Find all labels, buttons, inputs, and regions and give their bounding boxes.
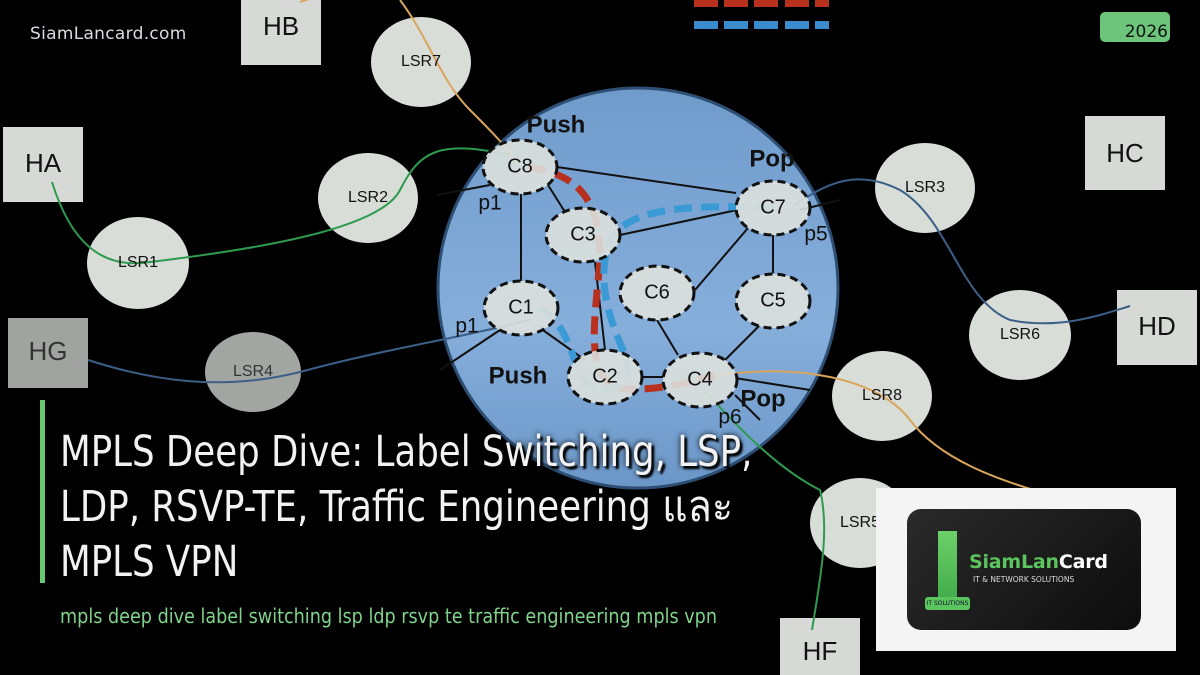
- lsr-label: LSR6: [1000, 326, 1040, 343]
- host-label: HD: [1138, 311, 1176, 341]
- lsp-blue-path: [538, 203, 774, 393]
- host-label: HA: [25, 148, 62, 178]
- site-watermark: SiamLancard.com: [30, 24, 187, 44]
- lsr2: [318, 153, 418, 243]
- c1: [482, 279, 560, 337]
- lsr-label: LSR5: [840, 514, 880, 531]
- lsp-red-path: [527, 163, 716, 393]
- port-label: p6: [718, 406, 741, 429]
- core-routers: [481, 138, 812, 409]
- page-subtitle: mpls deep dive label switching lsp ldp r…: [60, 604, 718, 628]
- year-badge: 2026: [1100, 12, 1170, 42]
- c5: [734, 272, 812, 330]
- core-label: C1: [508, 296, 534, 318]
- host-boxes: [3, 0, 1197, 675]
- lsr-label: LSR1: [118, 254, 158, 271]
- core-label: C7: [760, 196, 786, 218]
- host-hg: [8, 318, 88, 388]
- port-label: p5: [804, 223, 827, 246]
- push-label: Push: [489, 362, 548, 389]
- lsr6: [969, 290, 1071, 380]
- lsr-label: LSR8: [862, 387, 902, 404]
- lsr-label: LSR4: [233, 363, 273, 380]
- logo-name-green: SiamLan: [969, 551, 1059, 573]
- logo-tagline: IT & NETWORK SOLUTIONS: [973, 575, 1075, 584]
- core-label: C5: [760, 289, 786, 311]
- c7: [734, 179, 812, 237]
- title-accent-bar: [40, 400, 45, 583]
- lsr-label: LSR2: [348, 189, 388, 206]
- host-hf: [780, 618, 860, 675]
- c2: [566, 348, 644, 406]
- host-hb: [241, 0, 321, 65]
- push-label: Push: [527, 111, 586, 138]
- logo-name-white: Card: [1058, 551, 1108, 573]
- logo-bar: [938, 531, 957, 606]
- core-label: C3: [570, 223, 596, 245]
- brand-logo: IT SOLUTIONS SiamLanCard IT & NETWORK SO…: [876, 488, 1176, 651]
- legend-dashes: [694, 0, 829, 29]
- core-links: [436, 166, 841, 421]
- core-label: C4: [687, 368, 713, 390]
- lsr-label: LSR3: [905, 179, 945, 196]
- host-ha: [3, 127, 83, 202]
- host-hc: [1085, 116, 1165, 190]
- host-label: HC: [1106, 138, 1144, 168]
- lsr-label: LSR7: [401, 53, 441, 70]
- host-label: HG: [29, 336, 68, 366]
- c3: [544, 206, 622, 264]
- lsr3: [875, 143, 975, 233]
- external-links: [51, 0, 1131, 631]
- page-title: MPLS Deep Dive: Label Switching, LSP, LD…: [60, 427, 753, 587]
- logo-name: SiamLanCard: [969, 551, 1108, 573]
- port-label: p1: [455, 315, 478, 338]
- host-hd: [1117, 290, 1197, 365]
- pop-label: Pop: [749, 145, 794, 172]
- c8: [481, 138, 559, 196]
- c6: [618, 264, 696, 322]
- logo-card: IT SOLUTIONS SiamLanCard IT & NETWORK SO…: [907, 509, 1141, 630]
- core-label: C6: [644, 281, 670, 303]
- core-label: C2: [592, 365, 618, 387]
- host-label: HF: [803, 636, 838, 666]
- c4: [661, 351, 739, 409]
- host-label: HB: [263, 11, 299, 41]
- logo-tag: IT SOLUTIONS: [925, 597, 970, 610]
- core-label: C8: [507, 155, 533, 177]
- lsr7: [371, 17, 471, 107]
- port-label: p1: [478, 192, 501, 215]
- lsr4: [205, 332, 301, 412]
- pop-label: Pop: [740, 385, 785, 412]
